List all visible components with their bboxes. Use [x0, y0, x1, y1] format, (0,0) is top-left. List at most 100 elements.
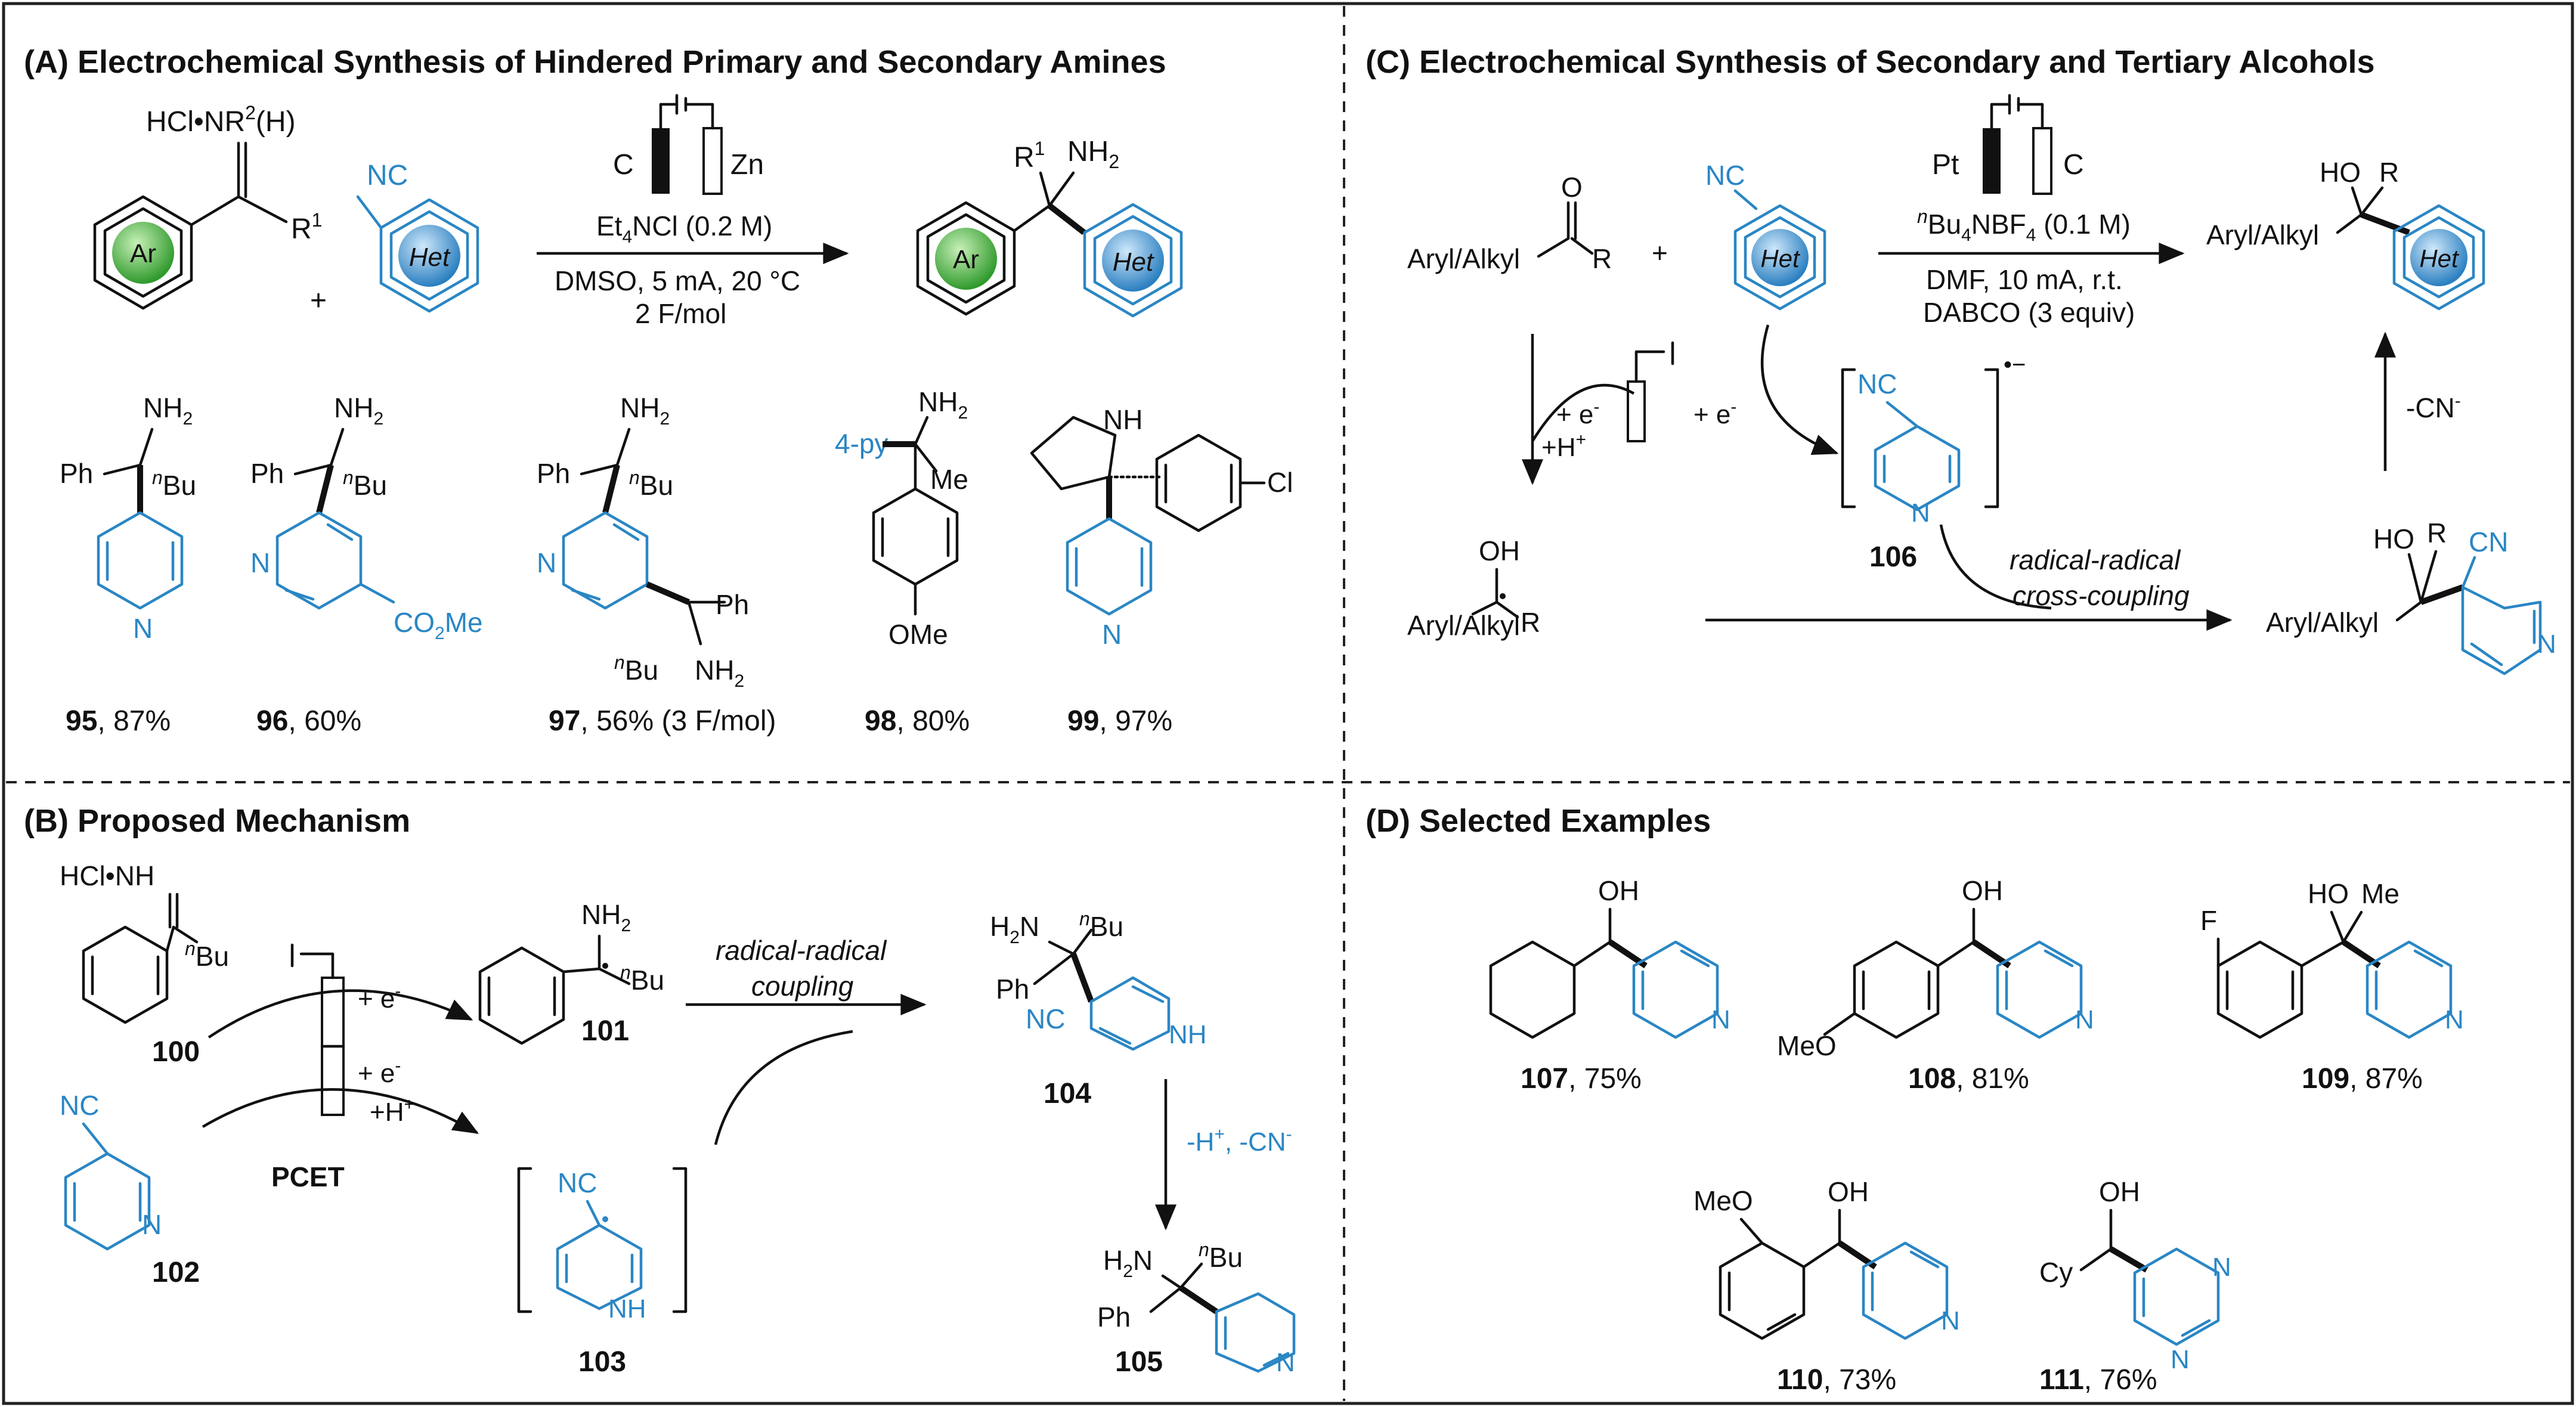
ex97-ph: Ph: [537, 458, 570, 489]
c-minus-cn: -CN-: [2406, 391, 2461, 423]
compound-106: •− NC N 106: [1841, 352, 2026, 573]
c-e1: + e-: [1556, 397, 1599, 429]
ex98-caption: 98, 80%: [865, 705, 970, 737]
ex109-f: F: [2200, 905, 2217, 936]
c-electrode-left: Pt: [1932, 149, 1959, 181]
c-nitrile: NC Het: [1705, 160, 1826, 311]
ketone: Aryl/Alkyl O R: [1407, 172, 1612, 274]
product-nh2: NH2: [1067, 136, 1119, 172]
example-97: Ph NH2 nBu N Ph nBu NH2 97, 56% (3 F/mol…: [537, 392, 776, 737]
reactant-nitrile: Het NC: [356, 160, 479, 313]
c-ho-2: HO: [2373, 523, 2414, 554]
c102-n: N: [142, 1209, 162, 1240]
c-r-1: R: [1592, 243, 1612, 274]
c-ho-1: HO: [2320, 157, 2361, 188]
ex96-caption: 96, 60%: [256, 705, 361, 737]
ex111-n2: N: [2171, 1345, 2190, 1374]
ex111-oh: OH: [2099, 1176, 2140, 1207]
compound-100: HCl•NH nBu 100: [60, 860, 229, 1068]
example-107: OH N 107, 75%: [1489, 875, 1730, 1095]
ex96-co2me: CO2Me: [394, 607, 483, 643]
ex107-oh: OH: [1598, 875, 1639, 906]
product-het-label: Het: [1113, 247, 1154, 277]
ex96-ph: Ph: [250, 458, 284, 489]
c106-radical-anion: •−: [2004, 352, 2026, 378]
ex108-oh: OH: [1962, 875, 2003, 906]
compound-101: NH2 nBu 101: [478, 899, 664, 1047]
c105-n: N: [1276, 1348, 1295, 1377]
product-ar-label: Ar: [953, 245, 979, 274]
c100-label: 100: [152, 1036, 200, 1068]
product-ar-sphere-icon: [935, 228, 997, 290]
c105-label: 105: [1115, 1346, 1163, 1378]
b-deprot: -H+, -CN-: [1187, 1124, 1292, 1157]
electrode-right-label: Zn: [730, 149, 764, 181]
c-aryl-4: Aryl/Alkyl: [2266, 607, 2379, 638]
anode-zn: [702, 127, 723, 195]
example-109: F HO Me N 109, 87%: [2200, 878, 2464, 1095]
c105-bu: nBu: [1199, 1239, 1243, 1273]
ex95-nh2: NH2: [143, 392, 193, 429]
c103-nh: NH: [608, 1294, 646, 1324]
ex95-ph: Ph: [60, 458, 93, 489]
c100-bu: nBu: [185, 938, 229, 972]
example-98: 4-py NH2 Me OMe 98, 80%: [835, 386, 970, 737]
c-aryl-2: Aryl/Alkyl: [2206, 219, 2319, 250]
ex97-bu: nBu: [629, 467, 673, 501]
b-hplus: +H+: [370, 1095, 414, 1127]
ex111-cy: Cy: [2039, 1257, 2073, 1288]
ex95-caption: 95, 87%: [66, 705, 171, 737]
example-108: MeO OH N 108, 81%: [1777, 875, 2094, 1095]
c-het-label: Het: [1760, 244, 1801, 272]
c101-bu: nBu: [620, 962, 664, 996]
c102-label: 102: [152, 1257, 200, 1288]
c104-nh: NH: [1169, 1020, 1207, 1049]
product-het-sphere-icon: [1102, 230, 1164, 292]
ex109-caption: 109, 87%: [2302, 1063, 2423, 1095]
cond-a-2: DMSO, 5 mA, 20 °C: [555, 265, 800, 296]
c-aryl-3: Aryl/Alkyl: [1407, 610, 1520, 641]
compound-104: H2N nBu Ph NC NH 104: [990, 908, 1207, 1110]
c-cond-3: DABCO (3 equiv): [1923, 297, 2135, 328]
c104-ph: Ph: [996, 974, 1029, 1005]
cathode-pt: [1983, 128, 2001, 194]
compound-105: H2N nBu Ph N 105: [1097, 1239, 1296, 1378]
c-o: O: [1561, 172, 1583, 203]
nc-label: NC: [367, 160, 408, 191]
ex111-n1: N: [2212, 1253, 2231, 1282]
plus-a: +: [310, 285, 327, 317]
anode-c: [2032, 127, 2052, 195]
electrode-left-label: C: [613, 149, 634, 181]
example-95: Ph NH2 nBu N 95, 87%: [60, 392, 196, 737]
ex110-caption: 110, 73%: [1777, 1364, 1896, 1396]
ketyl-radical: OH R Aryl/Alkyl: [1407, 535, 1540, 641]
c104-nc: NC: [1026, 1003, 1065, 1034]
ex97-ph2: Ph: [716, 589, 749, 620]
panel-a: (A) Electrochemical Synthesis of Hindere…: [24, 44, 1293, 737]
ex99-cl: Cl: [1267, 467, 1293, 498]
ex98-4py: 4-py: [835, 428, 888, 459]
ex110-n: N: [1941, 1306, 1960, 1335]
electrodes-c: Pt C: [1932, 94, 2084, 195]
c-r-3: R: [1521, 607, 1540, 638]
b-e1: + e-: [358, 981, 401, 1014]
c-nc: NC: [1705, 160, 1745, 191]
ex110-oh: OH: [1828, 1176, 1869, 1207]
c105-h2n: H2N: [1103, 1245, 1153, 1281]
c-oh: OH: [1479, 535, 1520, 566]
b-e2: + e-: [358, 1056, 401, 1088]
panel-b: (B) Proposed Mechanism HCl•NH nBu 100 + …: [24, 803, 1296, 1378]
ex108-caption: 108, 81%: [1908, 1063, 2029, 1095]
ex99-n: N: [1102, 619, 1122, 650]
compound-103: NC NH 103: [517, 1167, 688, 1378]
cond-a-3: 2 F/mol: [635, 298, 726, 329]
c-adduct-n: N: [2537, 630, 2556, 659]
example-96: Ph NH2 nBu N CO2Me 96, 60%: [250, 392, 483, 737]
panel-c: (C) Electrochemical Synthesis of Seconda…: [1366, 44, 2556, 675]
c101-nh2: NH2: [581, 899, 631, 935]
panel-c-title: (C) Electrochemical Synthesis of Seconda…: [1366, 44, 2374, 80]
ex96-nh2: NH2: [334, 392, 383, 429]
ar-label: Ar: [130, 239, 156, 268]
c-arrow-e2: [1760, 324, 1839, 455]
ex95-bu: nBu: [152, 467, 196, 501]
